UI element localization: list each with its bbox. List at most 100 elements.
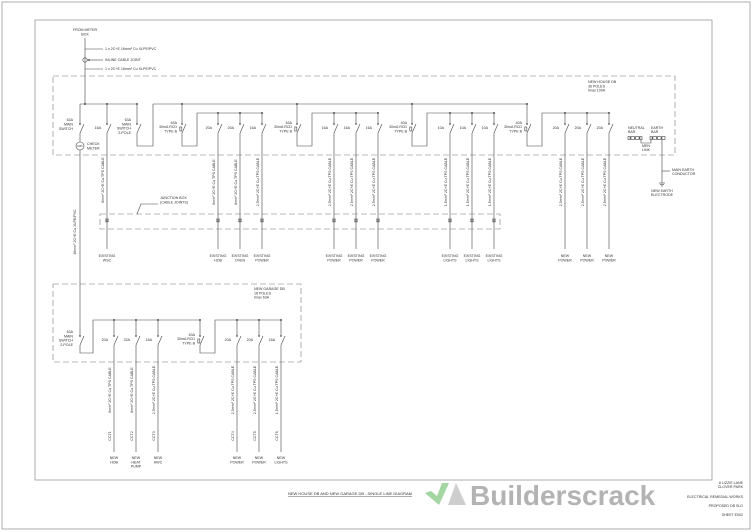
switch-contact-icon: [236, 335, 238, 337]
load-label: LIGHTS: [444, 259, 458, 263]
neutral-bar-label: NEUTRAL: [628, 126, 645, 130]
cable-label: 2.5mm² 2C+E Cu TPS CABLE: [559, 157, 563, 206]
cable-joint-label: INLINE CABLE JOINT: [105, 58, 142, 62]
bar-terminal: [629, 137, 632, 139]
main-switch-2-label: SWITCH: [117, 127, 132, 131]
breaker-rating: 20A: [206, 126, 213, 130]
switch-contact-icon: [296, 123, 298, 125]
rcd-label: 30mA RCD: [274, 125, 292, 129]
load-label: NEW: [110, 456, 119, 460]
load-label: WSC: [103, 259, 112, 263]
cable-joint-icon: ⊠: [376, 218, 380, 224]
breaker-rating: 16A: [344, 126, 351, 130]
breaker-rating: 20A: [228, 126, 235, 130]
circuit-number: CCT4: [231, 431, 235, 440]
load-label: EXISTING: [99, 254, 116, 258]
load-label: PUMP: [131, 465, 142, 469]
load-label: EXISTING: [326, 254, 343, 258]
bar-terminal: [638, 137, 641, 139]
earth-electrode-label: ELECTRODE: [651, 193, 674, 197]
junction-box-label: (CABLE JOINTS): [160, 201, 188, 205]
cable-label: 6mm² 2C+E Cu TPS CABLE: [234, 159, 238, 205]
main-switch-2-label: MAIN: [122, 122, 131, 126]
switch-blade-icon: [355, 123, 361, 134]
builderscrack-logo-icon: [425, 483, 449, 505]
switch-blade-icon: [280, 335, 286, 346]
load-label: LIGHTS: [275, 460, 289, 464]
cable-label: 2.5mm² 2C+E Cu TPS CABLE: [231, 365, 235, 414]
cable-joint-icon: ⊠: [470, 218, 474, 224]
main-switch-2-label: 63A: [125, 118, 132, 122]
breaker-rating: 10A: [438, 126, 445, 130]
switch-blade-icon: [377, 123, 383, 134]
switch-blade-icon: [333, 123, 339, 134]
load-label: LIGHTS: [466, 259, 480, 263]
load-label: EXISTING: [486, 254, 503, 258]
switch-blade-icon: [258, 335, 264, 346]
cable-label: 2.5mm² 2C+E Cu TPS CABLE: [256, 157, 260, 206]
load-label: HWC: [154, 460, 163, 464]
load-label: POWER: [327, 259, 341, 263]
circuit-number: CCT1: [108, 431, 112, 440]
project-label: ELECTRICAL REMEDIAL WORKS: [687, 495, 743, 499]
cable-joint-icon: ⊠: [105, 218, 109, 224]
garage-main-switch-label: SWITCH: [59, 339, 74, 343]
check-meter-symbol: kWh: [77, 144, 83, 148]
rcd-label: TYPE B: [509, 129, 522, 133]
switch-contact-icon: [586, 123, 588, 125]
breaker-rating: 32A: [124, 338, 131, 342]
load-label: EXISTING: [210, 254, 227, 258]
switch-contact-icon: [217, 123, 219, 125]
rcd-label: TYPE B: [164, 129, 177, 133]
switch-contact-icon: [411, 123, 413, 125]
breaker-rating: 20A: [225, 338, 232, 342]
load-label: EXISTING: [464, 254, 481, 258]
load-label: POWER: [252, 460, 266, 464]
switch-blade-icon: [526, 123, 532, 134]
main-earth-label: CONDUCTOR: [672, 172, 696, 176]
cable-label: 1.5mm² 2C+E Cu TPS CABLE: [444, 157, 448, 206]
breaker-rating: 16A: [322, 126, 329, 130]
load-label: EXISTING: [232, 254, 249, 258]
cable-label: 1.5mm² 2C+E Cu TPS CABLE: [275, 365, 279, 414]
house-db-title: Imax 100A: [588, 89, 606, 93]
switch-contact-icon: [564, 123, 566, 125]
men-link-wire: [640, 139, 652, 144]
drawing-frame: [34, 19, 713, 481]
rcd-label: 30mA RCD: [504, 125, 522, 129]
breaker-rating: 16A: [366, 126, 373, 130]
breaker-rating: 16A: [95, 126, 102, 130]
garage-main-switch-label: 2-POLE: [60, 343, 73, 347]
check-meter-label: METER: [87, 147, 100, 151]
load-label: NEW: [583, 254, 592, 258]
load-label: EXISTING: [442, 254, 459, 258]
cable-label: 2.5mm² 2C+E Cu TPS CABLE: [603, 157, 607, 206]
garage-db-title: 16 POLES: [254, 291, 272, 295]
switch-blade-icon: [199, 335, 205, 346]
cable-label: 1.5mm² 2C+E Cu TPS CABLE: [466, 157, 470, 206]
cable-label: 6mm² 2C+E Cu TPS CABLE: [212, 159, 216, 205]
rcd-label: 30mA RCD: [177, 337, 195, 341]
load-label: HOB: [214, 259, 222, 263]
neutral-bar: [627, 136, 643, 140]
bar-terminal: [660, 137, 663, 139]
load-label: NEW: [233, 456, 242, 460]
rcd-toroid-icon: [294, 126, 298, 132]
switch-blade-icon: [261, 123, 267, 134]
circuit-number: CCT3: [152, 431, 156, 440]
load-label: POWER: [349, 259, 363, 263]
switch-contact-icon: [79, 123, 81, 125]
garage-busbar: [79, 319, 200, 354]
switch-contact-icon: [239, 123, 241, 125]
switch-contact-icon: [79, 335, 81, 337]
circuit-number: CCT5: [253, 431, 257, 440]
incoming-cable-label: 1 x 2C+E 16mm² Cu XLPE/PVC: [105, 67, 157, 71]
breaker-rating: 16A: [269, 338, 276, 342]
load-label: EXISTING: [370, 254, 387, 258]
switch-contact-icon: [135, 335, 137, 337]
switch-blade-icon: [236, 335, 242, 346]
switch-contact-icon: [106, 123, 108, 125]
rcd-label: TYPE B: [394, 129, 407, 133]
garage-db-title: Imax 63A: [254, 296, 270, 300]
